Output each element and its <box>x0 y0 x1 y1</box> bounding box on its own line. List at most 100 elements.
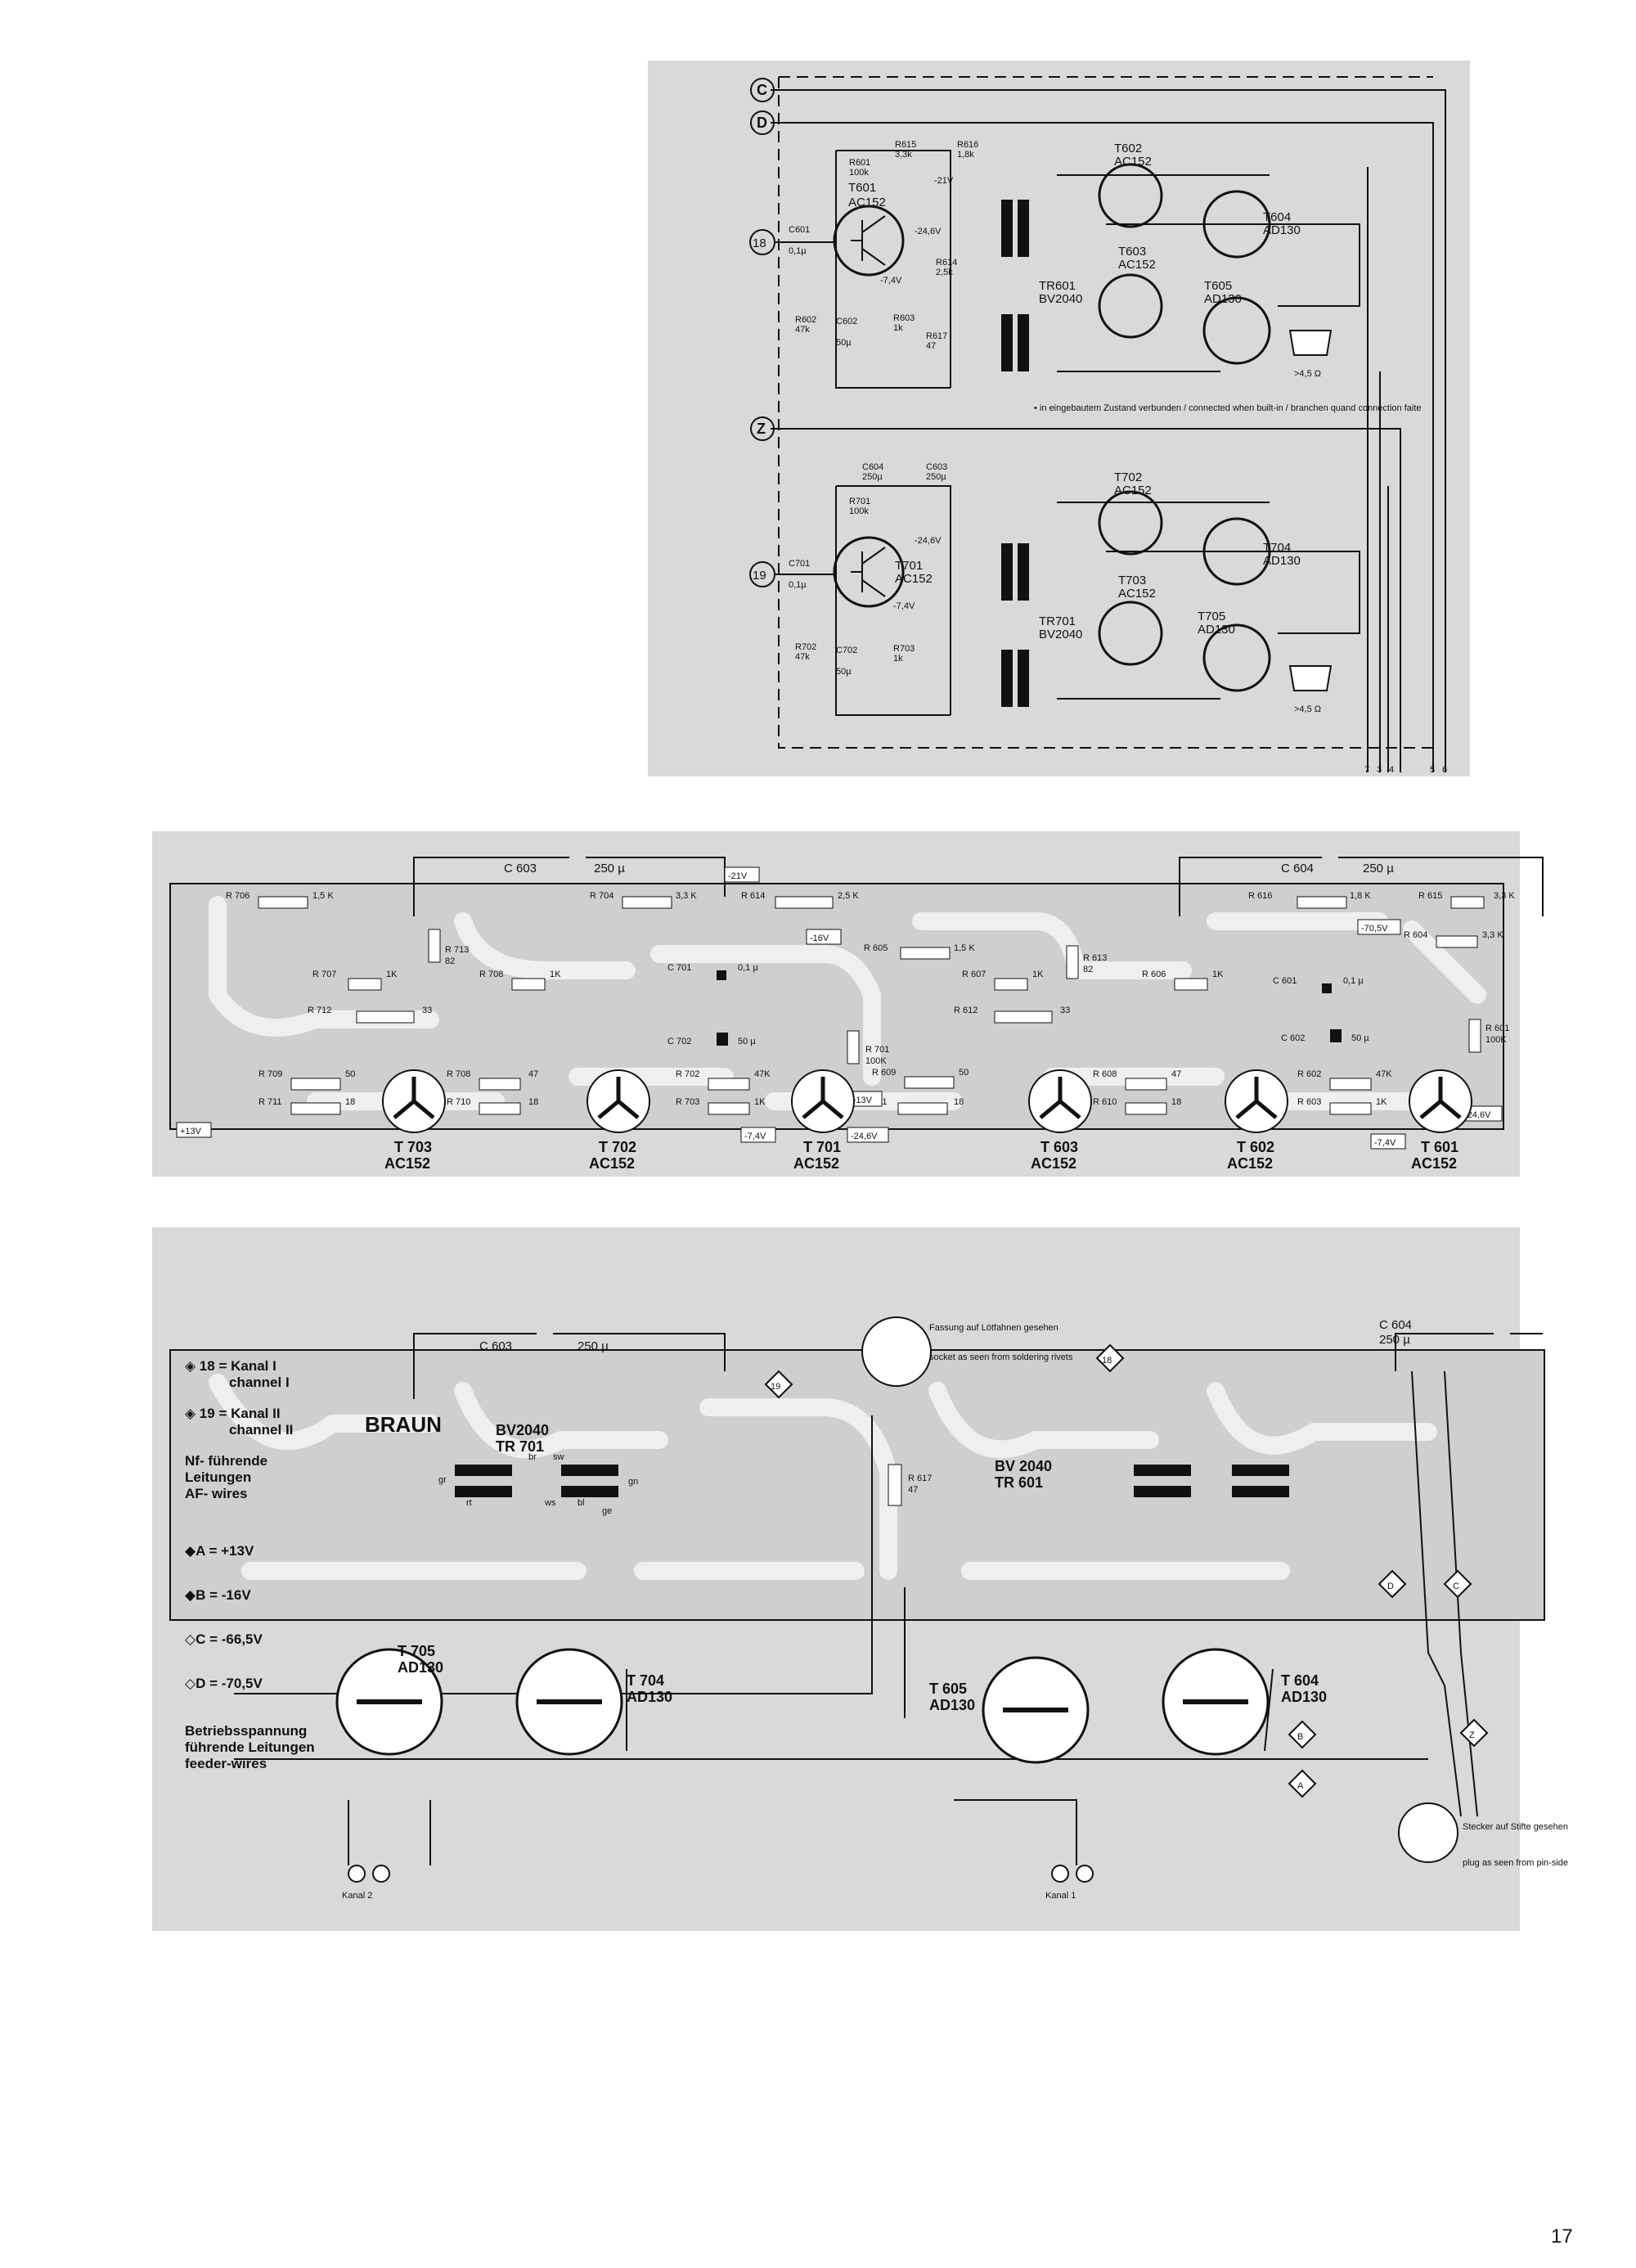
svg-text:C: C <box>757 82 767 98</box>
svg-text:C 602: C 602 <box>1281 1033 1305 1043</box>
svg-text:T 701: T 701 <box>803 1139 841 1155</box>
t705-power-transistor <box>335 1648 443 1756</box>
t601-leads <box>851 215 886 266</box>
legend-feeder-wires: Betriebsspannung führende Leitungen feed… <box>185 1723 315 1771</box>
connector-18: 18 <box>749 229 775 255</box>
svg-text:50: 50 <box>959 1068 969 1078</box>
svg-text:19: 19 <box>771 1382 780 1392</box>
svg-text:ws: ws <box>544 1498 556 1508</box>
svg-text:7: 7 <box>1364 765 1369 775</box>
svg-text:bl: bl <box>578 1498 585 1508</box>
svg-text:AC152: AC152 <box>1031 1155 1076 1172</box>
tr601-core-1 <box>1001 200 1013 257</box>
tube-socket-icon <box>861 1316 932 1387</box>
tr701-core-2 <box>1018 543 1029 601</box>
svg-text:0,1 µ: 0,1 µ <box>1343 976 1364 986</box>
svg-text:250 µ: 250 µ <box>594 862 625 875</box>
r602: R 602 47K <box>1297 1069 1392 1091</box>
tag-b: B <box>1288 1720 1317 1749</box>
t701-socket <box>791 1069 855 1133</box>
svg-text:R 602: R 602 <box>1297 1069 1321 1079</box>
svg-text:47: 47 <box>1171 1069 1181 1079</box>
svg-text:-21V: -21V <box>934 176 954 186</box>
svg-text:gn: gn <box>628 1477 638 1487</box>
legend-a: ◆A = +13V <box>185 1543 254 1559</box>
t702-symbol <box>1098 490 1163 556</box>
svg-text:100k: 100k <box>849 506 869 516</box>
speaker-ch1-label: >4,5 Ω <box>1294 369 1321 379</box>
svg-text:1,5 K: 1,5 K <box>312 891 334 901</box>
svg-text:-7,4V: -7,4V <box>1374 1138 1396 1148</box>
tr701-core-3 <box>1001 650 1013 707</box>
ch2-output-network <box>1057 502 1360 700</box>
svg-text:19: 19 <box>753 569 766 583</box>
svg-text:1k: 1k <box>893 654 903 664</box>
kanal-1-label: Kanal 1 <box>1045 1891 1076 1901</box>
tr701-label: TR701 <box>1039 614 1076 628</box>
legend-b: ◆B = -16V <box>185 1587 251 1603</box>
svg-text:C604: C604 <box>862 462 883 472</box>
svg-text:R 702: R 702 <box>676 1069 699 1079</box>
power-copper-traces <box>209 1374 1437 1580</box>
svg-text:BV2040: BV2040 <box>496 1422 549 1438</box>
svg-text:47k: 47k <box>795 652 810 662</box>
diamond-c-icon: ◇C <box>185 1631 206 1647</box>
svg-text:R 707: R 707 <box>312 970 336 979</box>
svg-text:100K: 100K <box>1485 1035 1507 1045</box>
tr601-type: BV2040 <box>1039 292 1082 306</box>
svg-text:1,8 K: 1,8 K <box>1350 891 1371 901</box>
svg-text:T 604: T 604 <box>1281 1672 1319 1689</box>
power-board-drawing: BRAUN C 603 250 µ C 604 250 µ Fassung au… <box>169 1316 1568 1901</box>
svg-text:R703: R703 <box>893 644 915 654</box>
t704-power-transistor <box>515 1648 623 1756</box>
svg-text:AD130: AD130 <box>398 1659 443 1676</box>
svg-text:1,8k: 1,8k <box>957 150 974 160</box>
svg-text:AD130: AD130 <box>1281 1689 1327 1705</box>
svg-text:47K: 47K <box>1376 1069 1392 1079</box>
speaker-ch2-label: >4,5 Ω <box>1294 704 1321 714</box>
svg-text:T 603: T 603 <box>1040 1139 1078 1155</box>
svg-text:1K: 1K <box>1212 970 1224 979</box>
plug-icon <box>1398 1802 1458 1863</box>
svg-text:R 703: R 703 <box>676 1097 699 1107</box>
tag-19: 19 <box>764 1370 793 1399</box>
legend-c: ◇C = -66,5V <box>185 1631 263 1647</box>
svg-text:2,5 K: 2,5 K <box>838 891 859 901</box>
svg-text:C 701: C 701 <box>667 963 691 973</box>
svg-text:R601: R601 <box>849 158 870 168</box>
svg-text:+13V: +13V <box>180 1127 202 1136</box>
svg-text:R 704: R 704 <box>590 891 614 901</box>
svg-text:3: 3 <box>1377 765 1382 775</box>
svg-text:-7,4V: -7,4V <box>893 601 915 611</box>
socket-caption-de: Fassung auf Lötfahnen gesehen <box>929 1323 1058 1333</box>
c603-wire <box>413 857 726 916</box>
svg-text:1,5 K: 1,5 K <box>954 943 975 953</box>
tr601-core-2 <box>1018 200 1029 257</box>
bus-z <box>771 428 1401 772</box>
ch2-input-network <box>775 485 951 716</box>
svg-text:T604: T604 <box>1263 210 1291 224</box>
svg-text:18: 18 <box>753 236 766 250</box>
svg-text:3,3k: 3,3k <box>895 150 912 160</box>
svg-text:C 603: C 603 <box>479 1339 512 1353</box>
svg-text:18: 18 <box>1102 1356 1112 1366</box>
t601-label: T601 <box>848 181 876 195</box>
svg-text:T 602: T 602 <box>1237 1139 1274 1155</box>
svg-text:250 µ: 250 µ <box>1363 862 1394 875</box>
svg-text:R 613: R 613 <box>1083 953 1107 963</box>
svg-text:R 612: R 612 <box>954 1006 978 1015</box>
svg-text:R 711: R 711 <box>258 1097 282 1107</box>
c603-power-wire <box>413 1333 726 1399</box>
svg-text:50: 50 <box>345 1069 355 1079</box>
svg-text:33: 33 <box>1060 1006 1070 1015</box>
tr701-transformer <box>455 1465 618 1497</box>
svg-text:C702: C702 <box>836 646 857 655</box>
svg-text:-16V: -16V <box>810 934 829 943</box>
diamond-d-icon: ◇D <box>185 1676 206 1691</box>
